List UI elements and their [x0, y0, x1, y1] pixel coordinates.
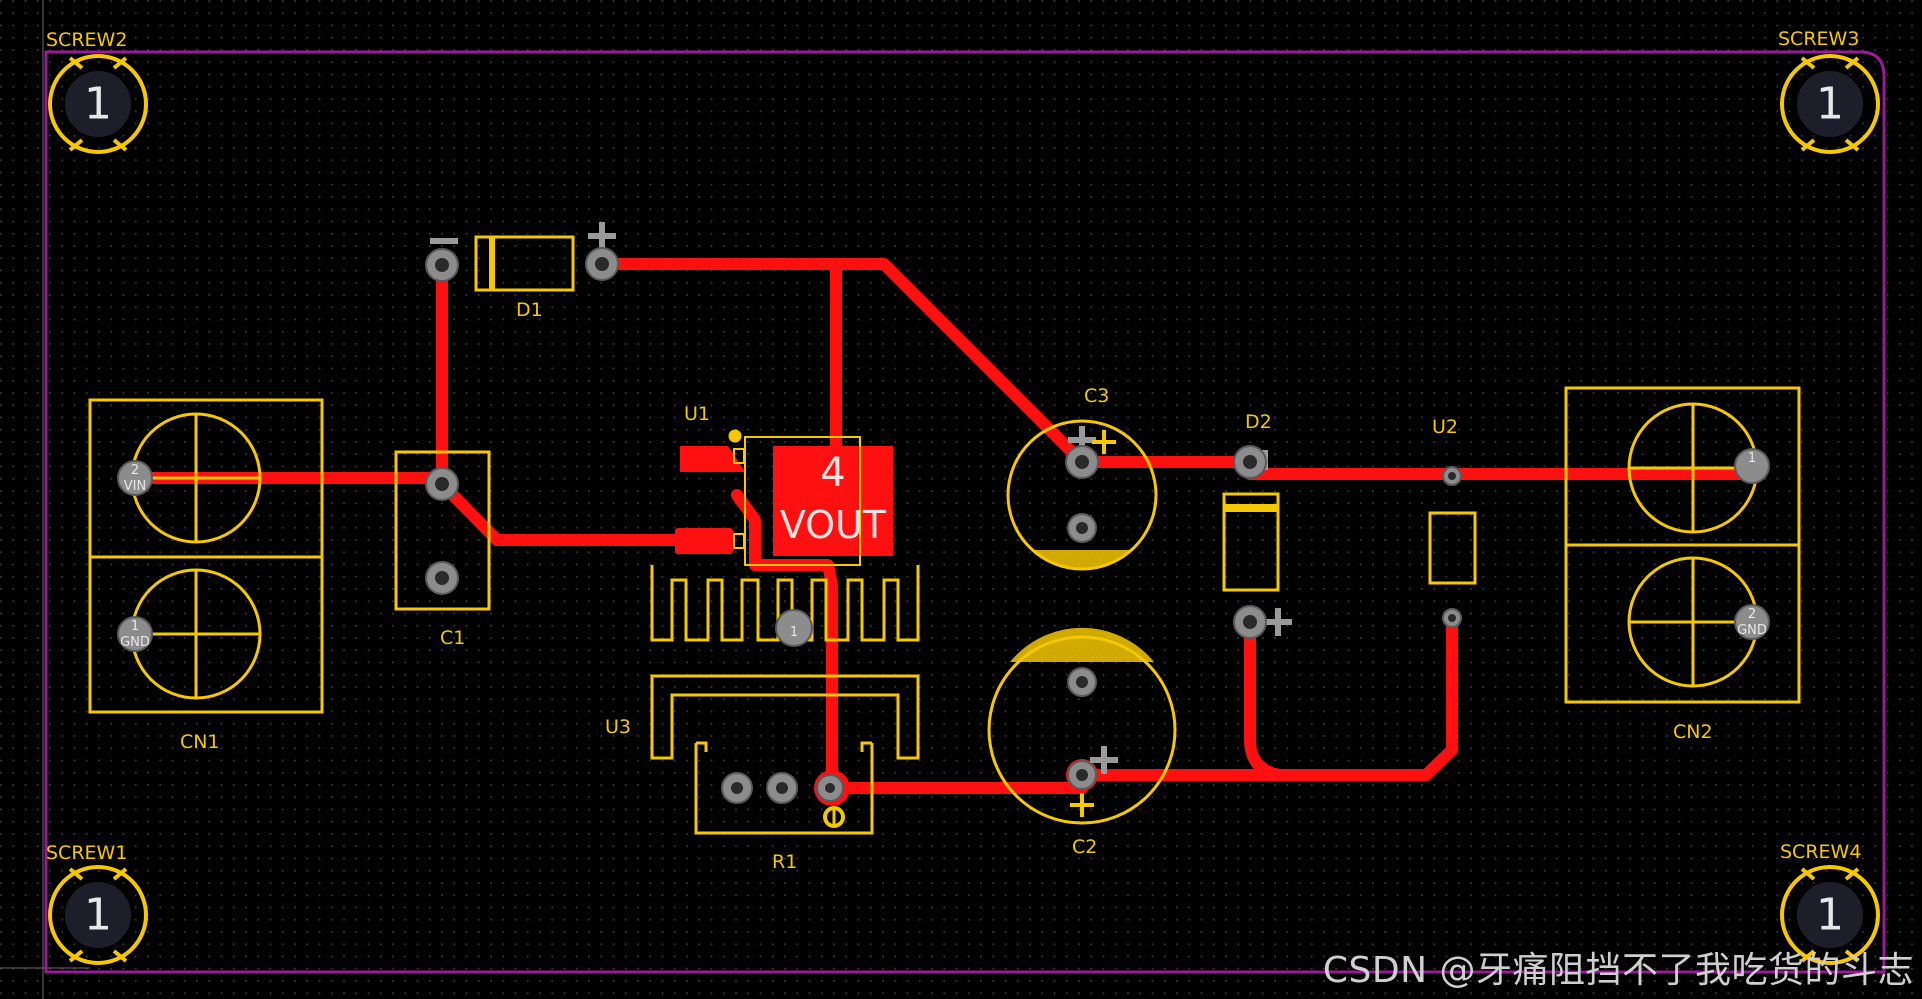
d1-designator: D1: [516, 299, 543, 321]
screw3-designator: SCREW3: [1778, 28, 1859, 50]
trace-c1-u1: [436, 478, 686, 546]
cn1-pin2-number: 2: [131, 463, 139, 478]
c1-designator: C1: [440, 627, 465, 649]
screw2-hole: [63, 69, 133, 139]
u3-pin-number: 1: [790, 625, 798, 640]
cn1-pin1-number: 1: [131, 619, 139, 634]
u3-tab-net: VOUT: [780, 503, 887, 547]
screw4-designator: SCREW4: [1780, 841, 1861, 863]
u2-outline: [1428, 511, 1477, 585]
u3-vout-tab: [773, 446, 893, 556]
cn1-pin1-net: GND: [120, 635, 150, 650]
screw3-hole: [1795, 69, 1865, 139]
cn2-pin-1-pad: [1734, 448, 1770, 484]
cn2-pin-2-pad: [1734, 604, 1770, 640]
cn1-pin2-net: VIN: [124, 479, 146, 494]
screw2-designator: SCREW2: [46, 29, 127, 51]
c3-outline: [1006, 419, 1158, 571]
pads[interactable]: [63, 69, 1865, 950]
u3-heatsink: [650, 565, 920, 642]
screw1-hole: [63, 880, 133, 950]
copper-traces[interactable]: [129, 258, 1758, 794]
cn2-pin1-number: 1: [1748, 451, 1756, 466]
watermark: CSDN @牙痛阻挡不了我吃货的斗志: [1322, 950, 1914, 991]
board-outline[interactable]: [44, 50, 1886, 974]
d2-outline: [1222, 492, 1280, 592]
trace-c2-d2: [1076, 612, 1458, 781]
cn2-pin2-number: 2: [1748, 607, 1756, 622]
screw4-pad-number: 1: [1816, 890, 1844, 941]
screw3-pad-number: 1: [1816, 79, 1844, 130]
screw1-designator: SCREW1: [46, 842, 127, 864]
r1-outline: [694, 741, 874, 835]
screw2-pad-number: 1: [84, 79, 112, 130]
c3-designator: C3: [1084, 385, 1109, 407]
cn2-pin2-net: GND: [1737, 623, 1767, 638]
c3-polarity-fill: [1034, 550, 1130, 568]
u3-designator: U3: [605, 716, 631, 738]
cn1-designator: CN1: [180, 731, 220, 753]
board-text: 1 1 1 1 SCREW2 SCREW3 SCREW1 SCREW4 D1 D…: [46, 28, 1861, 941]
d2-designator: D2: [1245, 411, 1272, 433]
screw1-pad-number: 1: [84, 890, 112, 941]
u3-tab-number: 4: [820, 450, 845, 496]
cn2-designator: CN2: [1673, 721, 1713, 743]
u2-designator: U2: [1432, 416, 1458, 438]
c2-designator: C2: [1072, 836, 1097, 858]
trace-d1-cathode: [596, 258, 1088, 468]
cn1-pin-2-pad: [117, 460, 153, 496]
c1-outline: [394, 450, 491, 611]
r1-designator: R1: [772, 851, 797, 873]
trace-d2-anode: [1244, 616, 1286, 781]
cn1-pin-1-pad: [117, 616, 153, 652]
d1-outline: [474, 235, 575, 292]
screw4-hole: [1795, 880, 1865, 950]
u3-pin-1-pad: [775, 609, 813, 647]
c2-polarity-fill: [1010, 627, 1154, 662]
u1-designator: U1: [684, 403, 710, 425]
